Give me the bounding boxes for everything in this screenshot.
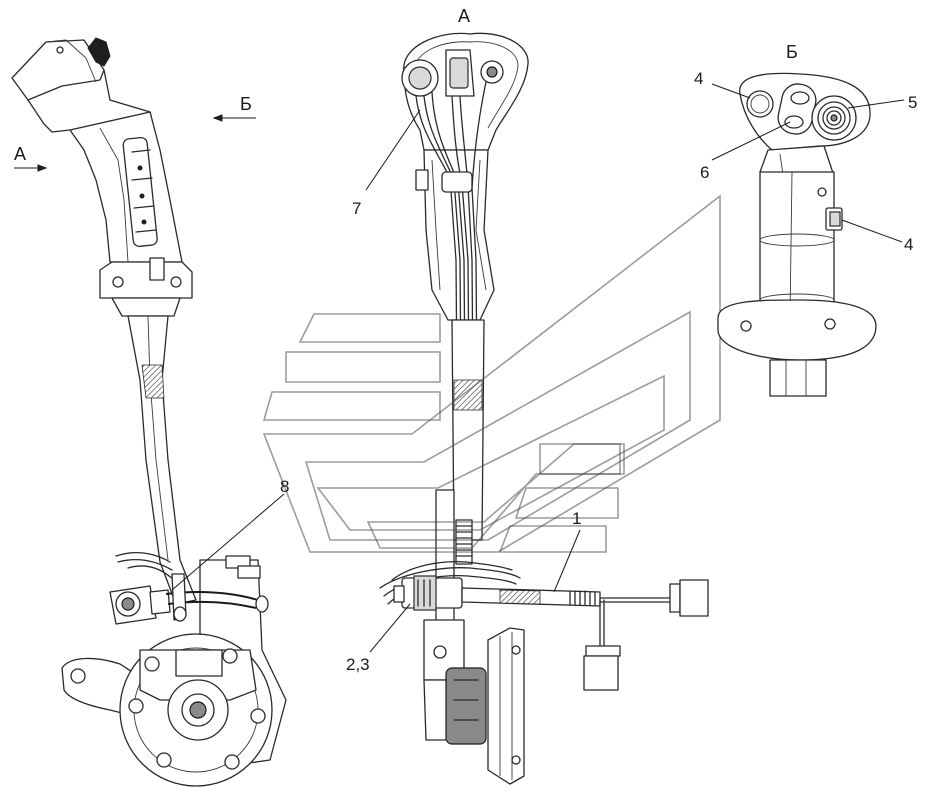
callout-1-label: 1 — [572, 509, 581, 528]
view-a-arrow-label: А — [14, 144, 26, 164]
connector-2-3 — [393, 575, 463, 611]
callout-1: 1 — [553, 509, 581, 593]
mount-plate — [487, 627, 525, 785]
callout-6-label: 6 — [700, 163, 709, 182]
side-bolt-4 — [825, 207, 843, 231]
wire-coil — [455, 519, 473, 565]
watermark-emblem — [262, 194, 721, 553]
callout-2-3-label: 2,3 — [346, 655, 370, 674]
grip-top-knob — [87, 37, 111, 67]
cable-1 — [461, 587, 671, 647]
grip-flange — [717, 299, 877, 361]
view-a-title: А — [458, 6, 470, 26]
handle-flange — [99, 261, 193, 299]
view-a-direction: А — [14, 144, 48, 172]
callout-7-label: 7 — [352, 199, 361, 218]
plug-upper — [669, 579, 709, 617]
grip-top-view — [717, 72, 877, 397]
callout-4-side-label: 4 — [904, 235, 913, 254]
lever-side-view — [11, 37, 287, 787]
lever-shaft — [127, 315, 197, 605]
handle-body — [69, 111, 183, 263]
callout-5: 5 — [847, 93, 917, 112]
callout-4-top-label: 4 — [694, 69, 703, 88]
button-5-knob — [811, 95, 857, 141]
callout-7: 7 — [352, 109, 421, 218]
view-b-arrow-label: Б — [240, 94, 252, 114]
callout-8-label: 8 — [280, 477, 289, 496]
callout-4-top: 4 — [694, 69, 751, 99]
callout-4-side: 4 — [841, 219, 913, 254]
button-6-rocker — [777, 83, 817, 135]
view-b-title: Б — [786, 42, 798, 62]
plug-lower — [583, 645, 621, 691]
callout-5-label: 5 — [908, 93, 917, 112]
callout-8: 8 — [171, 477, 289, 591]
callout-6: 6 — [700, 121, 791, 182]
lever-front-view — [379, 32, 709, 785]
view-b-direction: Б — [212, 94, 256, 122]
callout-2-3: 2,3 — [346, 603, 411, 674]
